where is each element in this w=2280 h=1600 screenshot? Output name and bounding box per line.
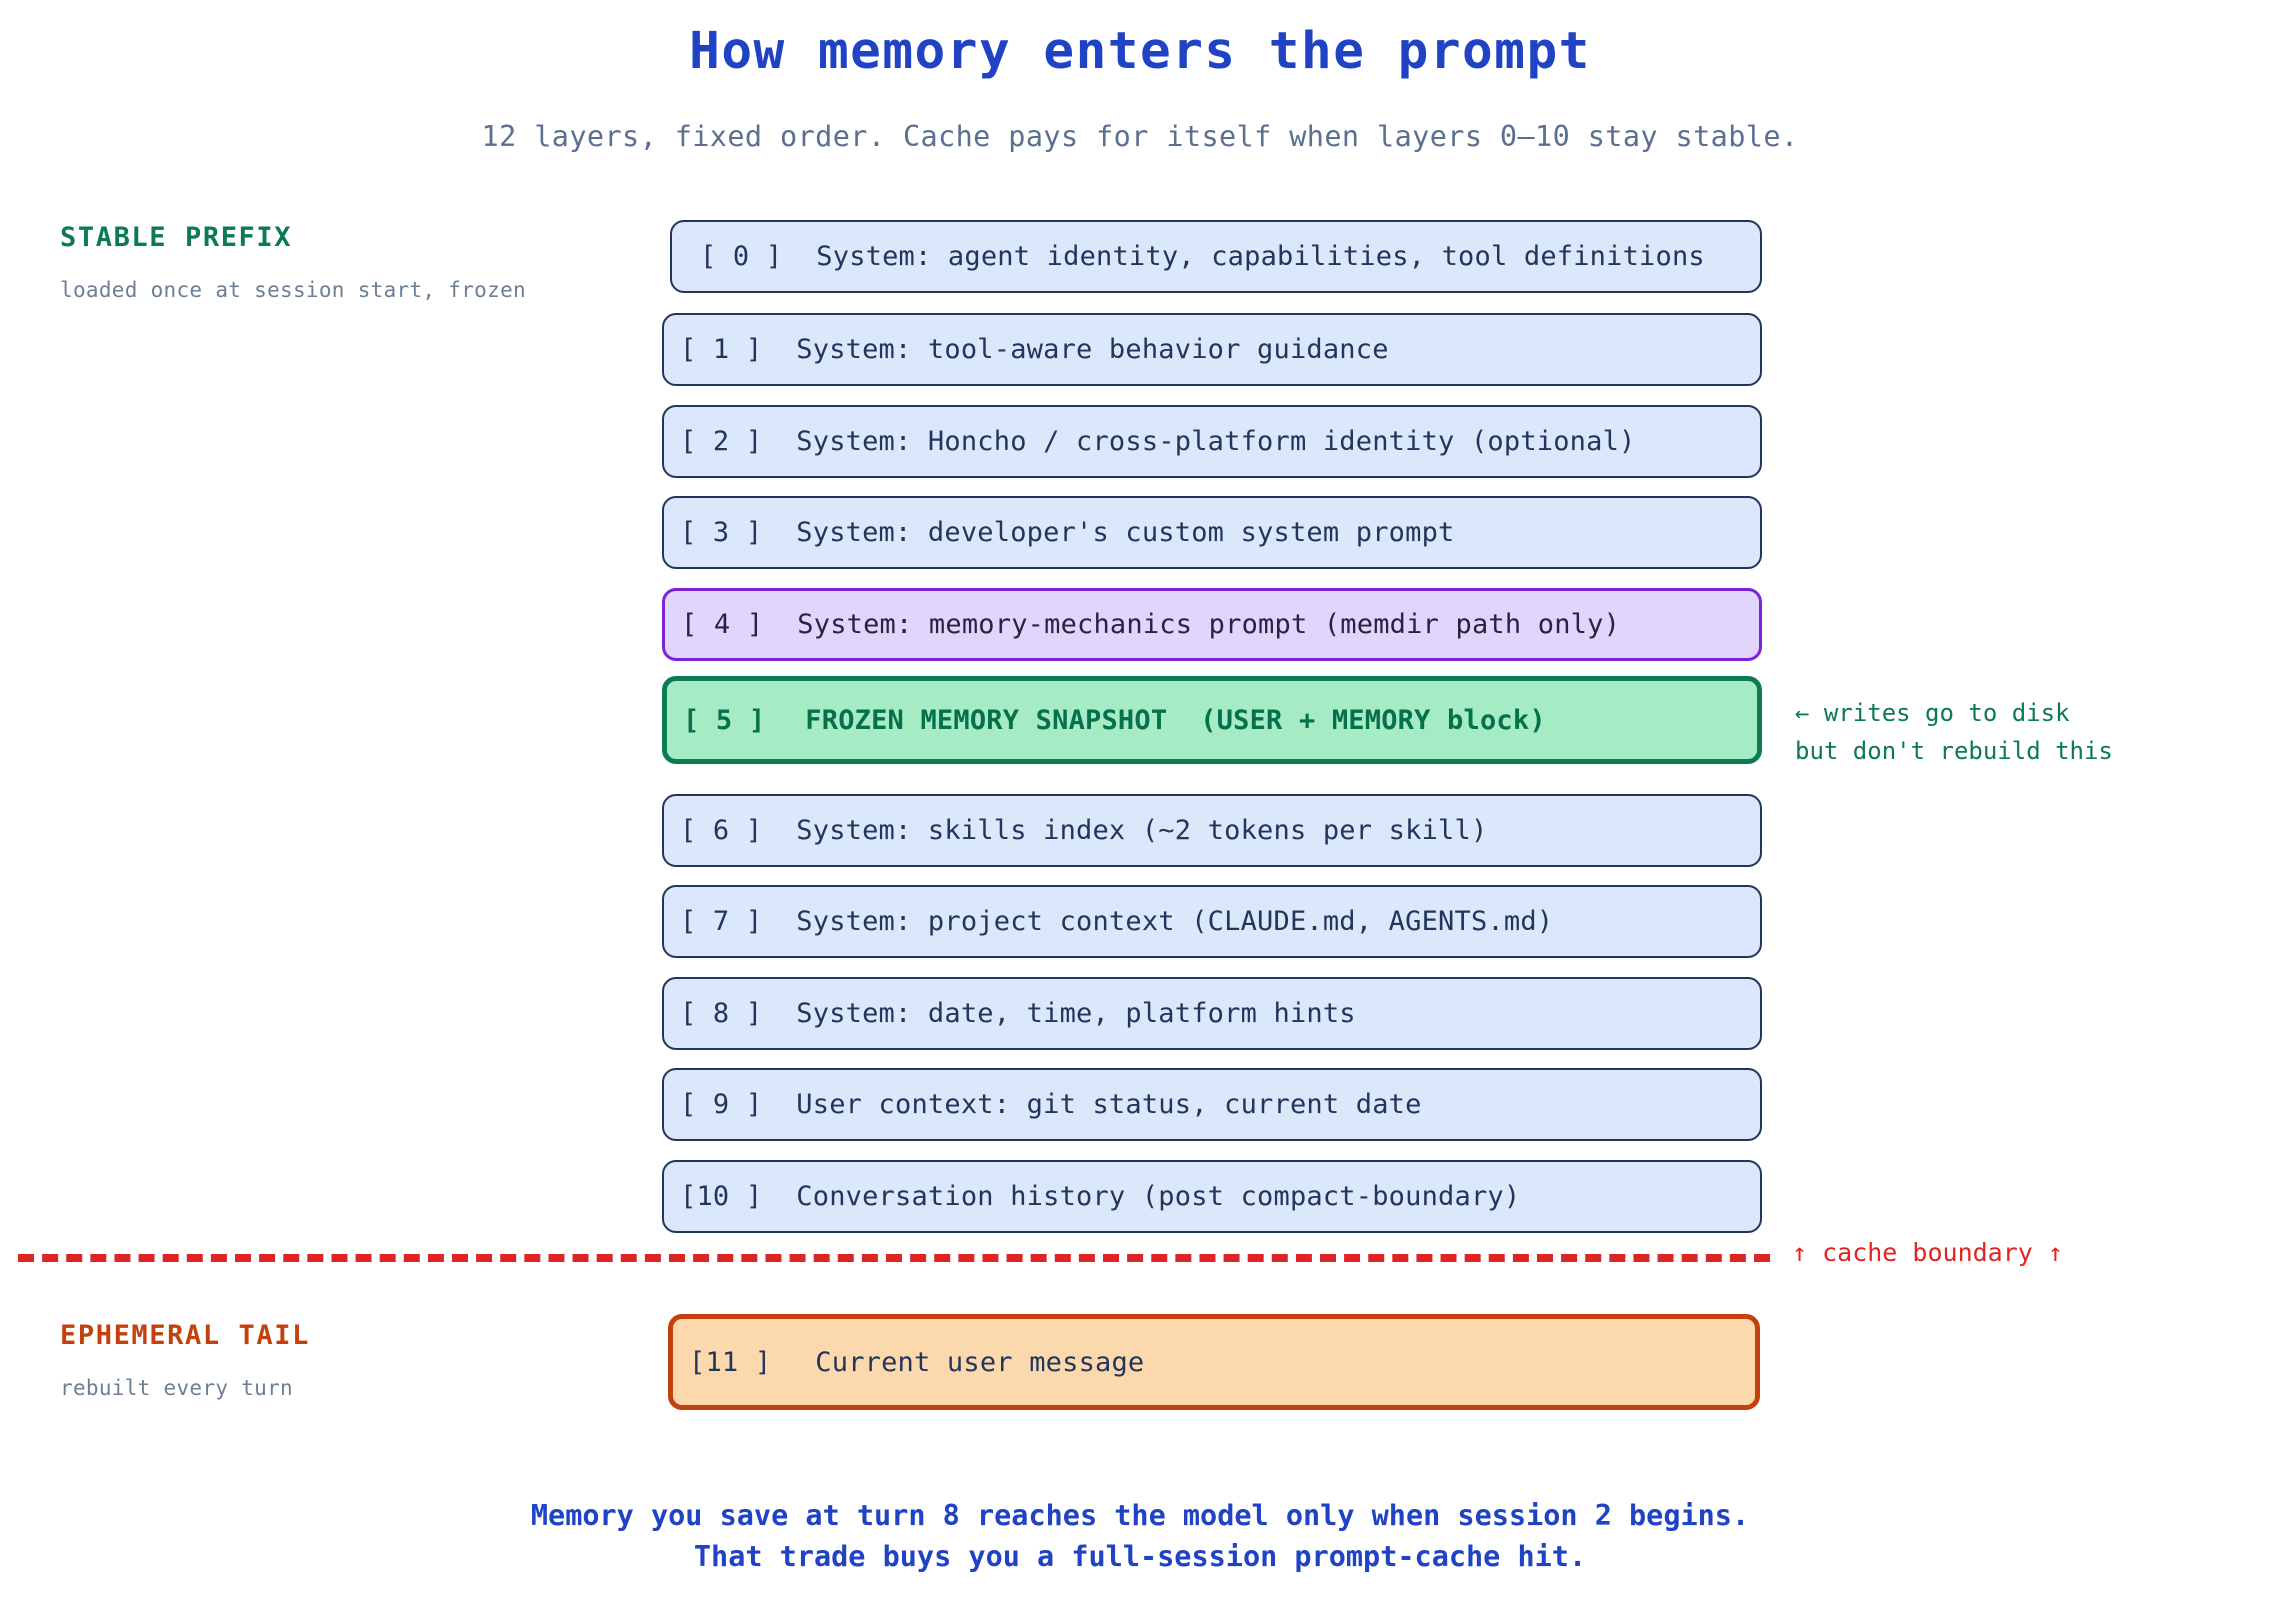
layer-row-1[interactable]: [ 1 ] System: tool-aware behavior guidan… xyxy=(662,313,1762,386)
layer-row-8[interactable]: [ 8 ] System: date, time, platform hints xyxy=(662,977,1762,1050)
layer-label-1: System: tool-aware behavior guidance xyxy=(796,334,1389,365)
cache-boundary-label: ↑ cache boundary ↑ xyxy=(1792,1238,2063,1267)
layer-row-11[interactable]: [11 ] Current user message xyxy=(668,1314,1760,1410)
layer-label-6: System: skills index (~2 tokens per skil… xyxy=(796,815,1488,846)
layer-row-4[interactable]: [ 4 ] System: memory-mechanics prompt (m… xyxy=(662,588,1762,661)
layer-row-3[interactable]: [ 3 ] System: developer's custom system … xyxy=(662,496,1762,569)
stable-prefix-subtext: loaded once at session start, frozen xyxy=(60,278,526,302)
layer-row-5[interactable]: [ 5 ] FROZEN MEMORY SNAPSHOT (USER + MEM… xyxy=(662,676,1762,764)
layer-label-5: FROZEN MEMORY SNAPSHOT (USER + MEMORY bl… xyxy=(805,704,1546,736)
page-title: How memory enters the prompt xyxy=(689,22,1591,81)
ephemeral-tail-heading: EPHEMERAL TAIL xyxy=(60,1320,310,1351)
layer-label-11: Current user message xyxy=(815,1346,1145,1378)
layer-row-7[interactable]: [ 7 ] System: project context (CLAUDE.md… xyxy=(662,885,1762,958)
layer-index-4: [ 4 ] xyxy=(681,609,764,640)
layer-index-3: [ 3 ] xyxy=(680,517,763,548)
layer-row-9[interactable]: [ 9 ] User context: git status, current … xyxy=(662,1068,1762,1141)
layer-index-5: [ 5 ] xyxy=(683,704,766,736)
layer-label-3: System: developer's custom system prompt xyxy=(796,517,1455,548)
layer-row-0[interactable]: [ 0 ] System: agent identity, capabiliti… xyxy=(670,220,1762,293)
layer-label-0: System: agent identity, capabilities, to… xyxy=(816,241,1705,272)
layer-label-8: System: date, time, platform hints xyxy=(796,998,1356,1029)
layer-index-1: [ 1 ] xyxy=(680,334,763,365)
layer-index-7: [ 7 ] xyxy=(680,906,763,937)
layer-label-10: Conversation history (post compact-bound… xyxy=(796,1181,1521,1212)
ephemeral-tail-subtext: rebuilt every turn xyxy=(60,1376,293,1400)
layer-row-6[interactable]: [ 6 ] System: skills index (~2 tokens pe… xyxy=(662,794,1762,867)
cache-boundary-line xyxy=(18,1254,1770,1262)
stable-prefix-heading: STABLE PREFIX xyxy=(60,222,293,253)
layer-label-2: System: Honcho / cross-platform identity… xyxy=(796,426,1636,457)
layer-index-9: [ 9 ] xyxy=(680,1089,763,1120)
layer-index-6: [ 6 ] xyxy=(680,815,763,846)
footer-note: Memory you save at turn 8 reaches the mo… xyxy=(530,1499,1750,1573)
layer-index-2: [ 2 ] xyxy=(680,426,763,457)
layer-index-10: [10 ] xyxy=(680,1181,763,1212)
frozen-snapshot-note: ← writes go to disk but don't rebuild th… xyxy=(1795,699,2113,765)
layer-index-8: [ 8 ] xyxy=(680,998,763,1029)
layer-label-7: System: project context (CLAUDE.md, AGEN… xyxy=(796,906,1554,937)
layer-label-9: User context: git status, current date xyxy=(796,1089,1422,1120)
layer-index-11: [11 ] xyxy=(689,1346,772,1378)
layer-row-2[interactable]: [ 2 ] System: Honcho / cross-platform id… xyxy=(662,405,1762,478)
layer-row-10[interactable]: [10 ] Conversation history (post compact… xyxy=(662,1160,1762,1233)
layer-index-0: [ 0 ] xyxy=(700,241,783,272)
layer-label-4: System: memory-mechanics prompt (memdir … xyxy=(797,609,1621,640)
page-subtitle: 12 layers, fixed order. Cache pays for i… xyxy=(481,120,1799,153)
